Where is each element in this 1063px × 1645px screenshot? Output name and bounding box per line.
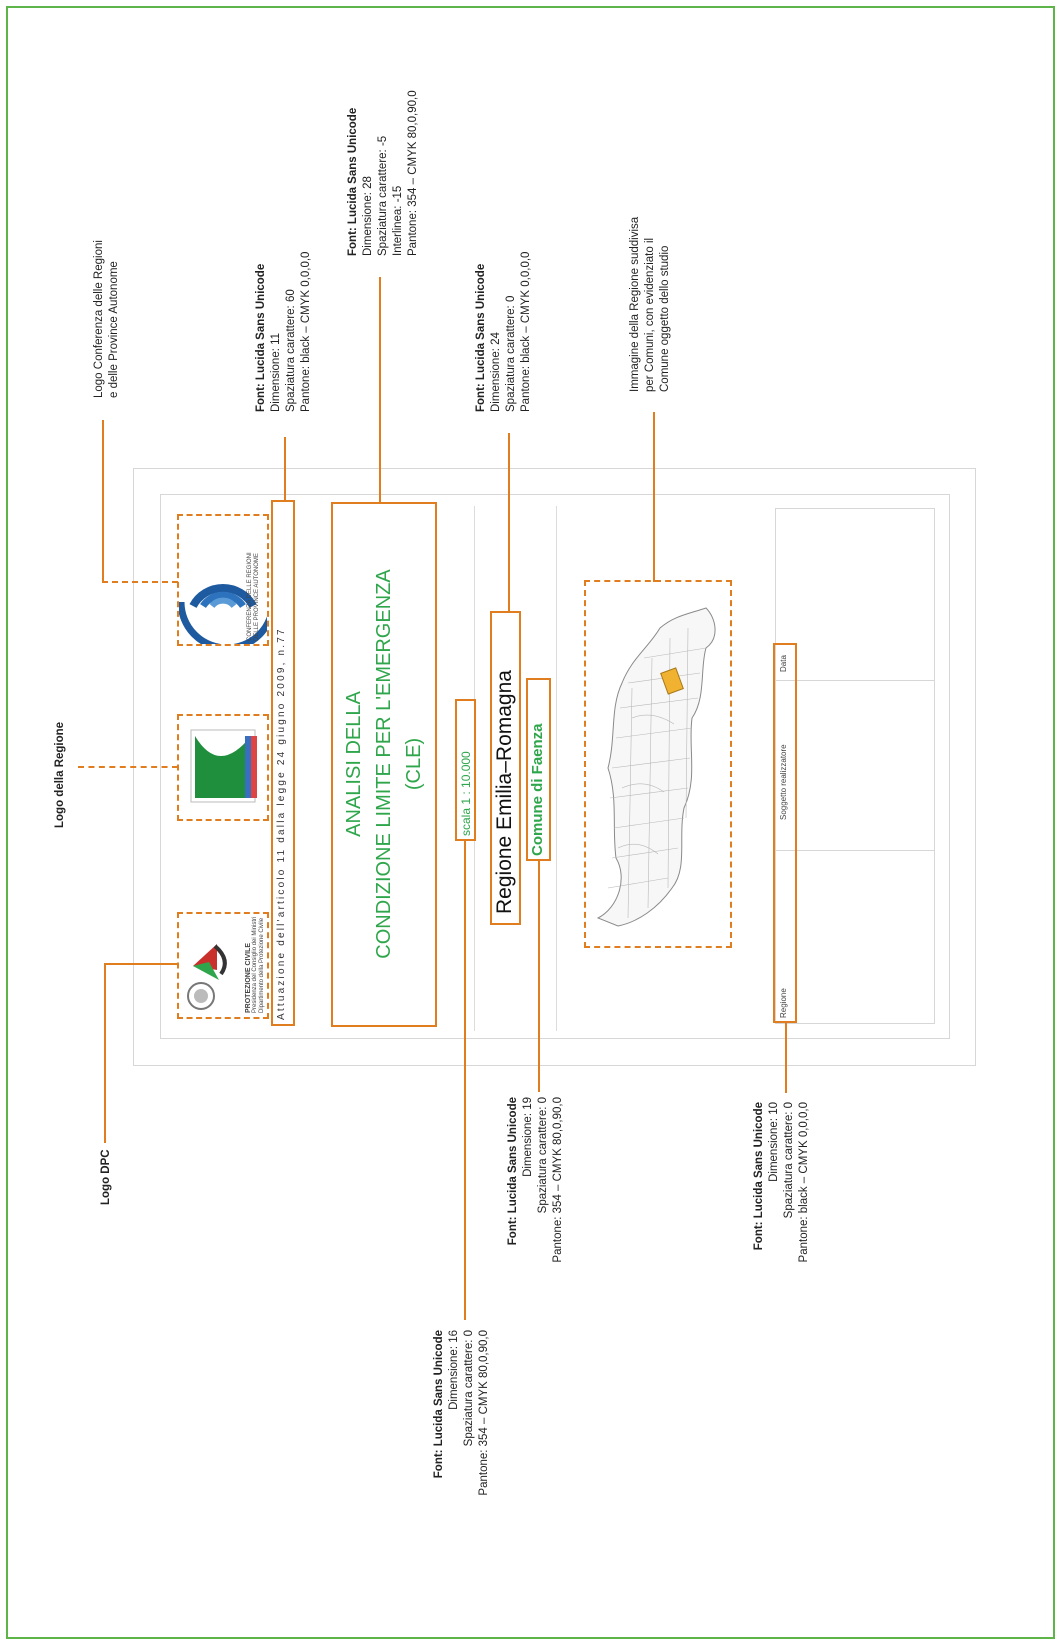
table-divider xyxy=(775,680,935,681)
conferenza-logo-line: DELLE PROVINCE AUTONOME xyxy=(254,553,260,641)
emblem-icon xyxy=(187,982,215,1010)
annotation-line: Font: Lucida Sans Unicode xyxy=(753,1102,765,1251)
annotation-line: Logo Conferenza delle Regioni xyxy=(93,240,105,398)
annotation-line: Dimensione: 11 xyxy=(270,332,282,412)
annotation-line: Font: Lucida Sans Unicode xyxy=(433,1330,445,1479)
annotation-line: Spaziatura carattere: 0 xyxy=(537,1097,549,1214)
leader-line xyxy=(785,1023,787,1093)
annotation-line: Pantone: 354 – CMYK 80,0,90,0 xyxy=(407,90,419,256)
annotation-line: Pantone: 354 – CMYK 80,0,90,0 xyxy=(478,1330,490,1496)
table-divider xyxy=(775,850,935,851)
leader-line xyxy=(538,860,540,1092)
table-header-box xyxy=(773,643,797,1023)
annotation-line: Pantone: black – CMYK 0,0,0,0 xyxy=(520,251,532,412)
leader-line xyxy=(78,766,178,768)
title-line: ANALISI DELLA xyxy=(343,691,365,837)
annotation-line: Dimensione: 28 xyxy=(362,176,374,256)
annotation-line: Spaziatura carattere: 60 xyxy=(285,289,297,412)
region-box xyxy=(490,611,521,925)
annotation-title-font: Font: Lucida Sans Unicode Dimensione: 28… xyxy=(346,90,421,256)
annotation-line: Logo DPC xyxy=(100,1149,112,1205)
conferenza-logo xyxy=(179,584,267,644)
logo-regione-box xyxy=(177,714,269,821)
annotation-logo-dpc: Logo DPC xyxy=(99,1149,114,1205)
title-block: ANALISI DELLA CONDIZIONE LIMITE PER L'EM… xyxy=(339,510,429,1018)
annotation-scale-font: Font: Lucida Sans Unicode Dimensione: 16… xyxy=(432,1330,492,1575)
map-box xyxy=(584,580,732,948)
leader-line xyxy=(102,420,104,582)
annotation-line: Dimensione: 10 xyxy=(768,1102,780,1182)
annotation-line: Pantone: black – CMYK 0,0,0,0 xyxy=(300,251,312,412)
annotation-comune-font: Font: Lucida Sans Unicode Dimensione: 19… xyxy=(506,1097,566,1322)
subtitle-box xyxy=(271,500,295,1026)
leader-line xyxy=(102,581,178,583)
annotation-line: Font: Lucida Sans Unicode xyxy=(507,1097,519,1246)
annotation-table-font: Font: Lucida Sans Unicode Dimensione: 10… xyxy=(752,1102,812,1312)
logo-dpc-box: PROTEZIONE CIVILE Presidenza del Consigl… xyxy=(177,912,269,1019)
annotation-line: Font: Lucida Sans Unicode xyxy=(255,263,267,412)
logo-conferenza-box: CONFERENZA DELLE REGIONI DELLE PROVINCE … xyxy=(177,514,269,646)
dpc-logo-line: PROTEZIONE CIVILE xyxy=(245,942,252,1013)
annotation-line: Pantone: black – CMYK 0,0,0,0 xyxy=(798,1102,810,1263)
title-line: (CLE) xyxy=(403,737,425,791)
title-line: CONDIZIONE LIMITE PER L'EMERGENZA xyxy=(373,569,395,959)
annotation-line: e delle Province Autonome xyxy=(108,261,120,398)
title-box xyxy=(331,502,437,1027)
leader-line xyxy=(653,412,655,582)
dpc-logo-line: Presidenza del Consiglio dei Ministri xyxy=(252,916,258,1013)
annotation-line: Pantone: 354 – CMYK 80,0,90,0 xyxy=(552,1097,564,1263)
annotation-line: Spaziatura carattere: 0 xyxy=(505,295,517,412)
leader-line xyxy=(105,963,177,965)
conferenza-logo-line: CONFERENZA DELLE REGIONI xyxy=(247,552,253,641)
annotation-line: per Comuni, con evidenziato il xyxy=(644,237,656,392)
bottom-table xyxy=(775,508,935,1024)
annotation-line: Comune oggetto dello studio xyxy=(659,245,671,392)
annotation-logo-regione: Logo della Regione xyxy=(53,722,68,828)
table-header-soggetto: Soggetto realizzatore xyxy=(779,744,788,820)
leader-line xyxy=(104,963,106,1143)
annotation-line: Dimensione: 16 xyxy=(448,1330,460,1410)
annotation-line: Spaziatura carattere: -5 xyxy=(377,135,389,256)
cover-separator xyxy=(556,506,557,1031)
table-header-data: Data xyxy=(779,655,788,672)
comune-text: Comune di Faenza xyxy=(529,723,546,856)
regione-logo xyxy=(190,729,257,803)
leader-line xyxy=(508,433,510,611)
annotation-line: Spaziatura carattere: 0 xyxy=(463,1330,475,1447)
annotation-line: Immagine della Regione suddivisa xyxy=(629,216,641,392)
subtitle-text: Attuazione dell'articolo 11 dalla legge … xyxy=(276,627,287,1020)
region-text: Regione Emilia–Romagna xyxy=(493,670,516,914)
annotation-line: Spaziatura carattere: 0 xyxy=(783,1102,795,1219)
dpc-logo-line: Dipartimento della Protezione Civile xyxy=(259,917,265,1013)
annotation-line: Font: Lucida Sans Unicode xyxy=(347,107,359,256)
annotation-line: Dimensione: 24 xyxy=(490,332,502,412)
annotation-subtitle-font: Font: Lucida Sans Unicode Dimensione: 11… xyxy=(254,252,314,412)
leader-line xyxy=(284,437,286,500)
protezione-civile-logo xyxy=(187,944,227,1010)
annotation-line: Font: Lucida Sans Unicode xyxy=(475,263,487,412)
scale-text: scala 1 : 10.000 xyxy=(459,751,473,836)
annotation-map: Immagine della Regione suddivisa per Com… xyxy=(628,217,673,392)
table-header-regione: Regione xyxy=(779,988,788,1018)
page-frame xyxy=(6,6,1055,1639)
annotation-line: Logo della Regione xyxy=(54,721,66,828)
annotation-logo-conferenza: Logo Conferenza delle Regioni e delle Pr… xyxy=(92,240,122,398)
annotation-line: Dimensione: 19 xyxy=(522,1097,534,1177)
region-map xyxy=(596,607,716,927)
annotation-region-font: Font: Lucida Sans Unicode Dimensione: 24… xyxy=(474,252,534,412)
leader-line xyxy=(379,277,381,503)
leader-line xyxy=(464,840,466,1320)
annotation-line: Interlinea: -15 xyxy=(392,185,404,256)
